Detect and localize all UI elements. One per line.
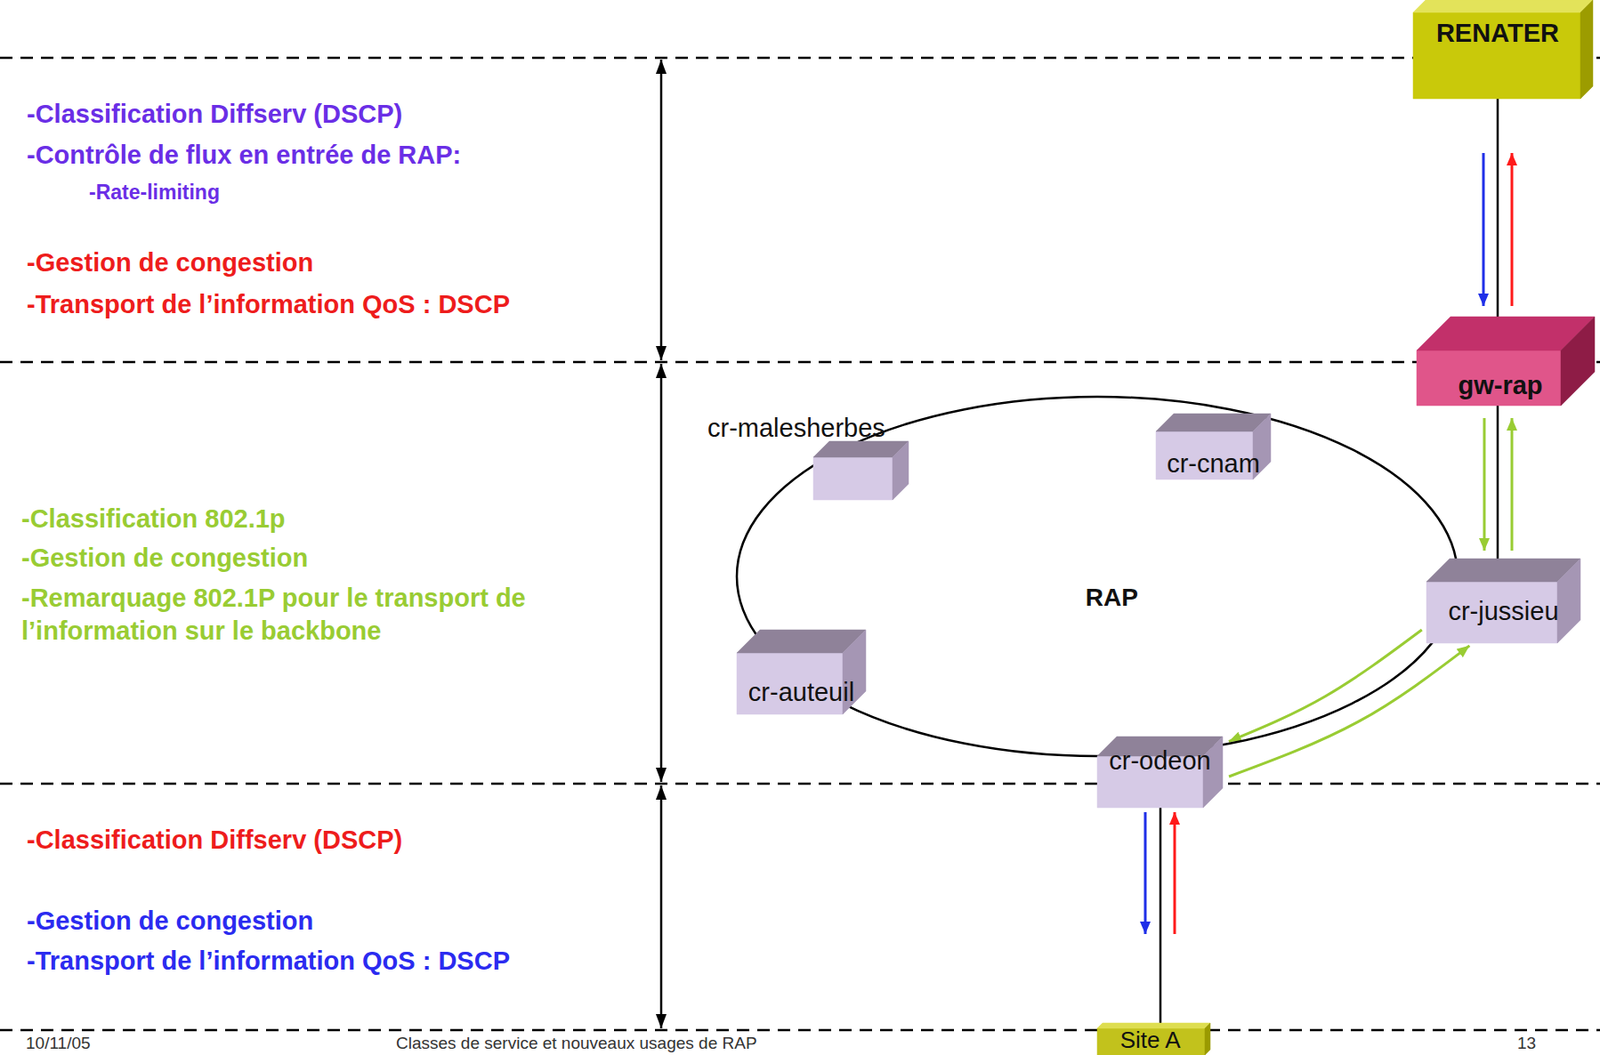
node-label: cr-jussieu (1447, 597, 1559, 627)
box-top (813, 441, 909, 458)
link-line (1496, 98, 1500, 317)
link-line (1496, 405, 1500, 559)
router: cr-malesherbes (813, 441, 909, 501)
zone-note: -Gestion de congestion (26, 905, 314, 938)
footer-text: 13 (1517, 1033, 1536, 1055)
box-front (813, 457, 893, 501)
flow-arrow (1144, 812, 1148, 935)
box-front (1097, 1028, 1205, 1055)
zone-extent-arrows (660, 59, 663, 1029)
box-front (1413, 12, 1581, 99)
node-label: cr-malesherbes (707, 413, 886, 444)
node-label: cr-odeon (1108, 746, 1211, 776)
footer-text: 10/11/05 (25, 1033, 91, 1055)
network-name: RAP (1085, 583, 1139, 613)
box-top (1426, 558, 1581, 582)
node-label: RENATER (1436, 18, 1560, 49)
ring-line (736, 396, 1458, 757)
box-side (892, 441, 909, 501)
node-label: cr-cnam (1166, 449, 1261, 479)
zone-note: -Gestion de congestion (26, 246, 314, 280)
zone-note: -Contrôle de flux en entrée de RAP: (26, 138, 461, 172)
site-box: Site A (1097, 1023, 1211, 1055)
box-side (1580, 0, 1593, 99)
link-line (1159, 808, 1163, 1024)
network-box: RENATER (1413, 0, 1593, 99)
router: cr-odeon (1097, 736, 1223, 809)
flow-arrow (1173, 812, 1177, 935)
node-label: cr-auteuil (748, 678, 855, 708)
box-shape (813, 441, 909, 501)
router: cr-cnam (1155, 413, 1271, 480)
box-side (1204, 1023, 1211, 1055)
flow-arrow (1482, 153, 1486, 307)
flow-arrow (1511, 153, 1514, 307)
zone-separators (0, 57, 1600, 1031)
double-arrow (660, 785, 663, 1029)
zone-note: -Classification Diffserv (DSCP) (26, 97, 403, 131)
box-shape (1413, 0, 1593, 99)
zone-note: -Remarquage 802.1P pour le transport de … (21, 581, 645, 648)
dashed-separator (0, 1029, 1600, 1033)
zone-note: -Gestion de congestion (21, 541, 308, 575)
dashed-separator (0, 783, 1600, 786)
box-side (1557, 558, 1581, 644)
box-top (1155, 413, 1271, 432)
gateway-router: gw-rap (1416, 316, 1595, 406)
dashed-separator (0, 361, 1600, 364)
box-front (1416, 350, 1561, 406)
zone-note: -Rate-limiting (88, 179, 220, 206)
dashed-separator (0, 56, 1600, 60)
flow-arrow (1228, 630, 1423, 743)
flow-arrow (1483, 418, 1487, 551)
box-side (1560, 316, 1595, 406)
router: cr-auteuil (736, 630, 866, 715)
double-arrow (660, 59, 663, 361)
box-top (1413, 0, 1593, 13)
zone-note: -Transport de l’information QoS : DSCP (26, 945, 510, 978)
flow-arrow (1511, 418, 1514, 551)
footer-text: Classes de service et nouveaux usages de… (395, 1033, 758, 1055)
node-label: gw-rap (1457, 371, 1543, 401)
zone-note: -Classification Diffserv (DSCP) (26, 824, 403, 857)
double-arrow (660, 363, 663, 783)
node-label: Site A (1120, 1027, 1181, 1055)
router: cr-jussieu (1426, 558, 1581, 644)
zone-note: -Transport de l’information QoS : DSCP (26, 288, 510, 322)
zone-note: -Classification 802.1p (21, 502, 286, 536)
flow-arrow (1228, 646, 1470, 777)
